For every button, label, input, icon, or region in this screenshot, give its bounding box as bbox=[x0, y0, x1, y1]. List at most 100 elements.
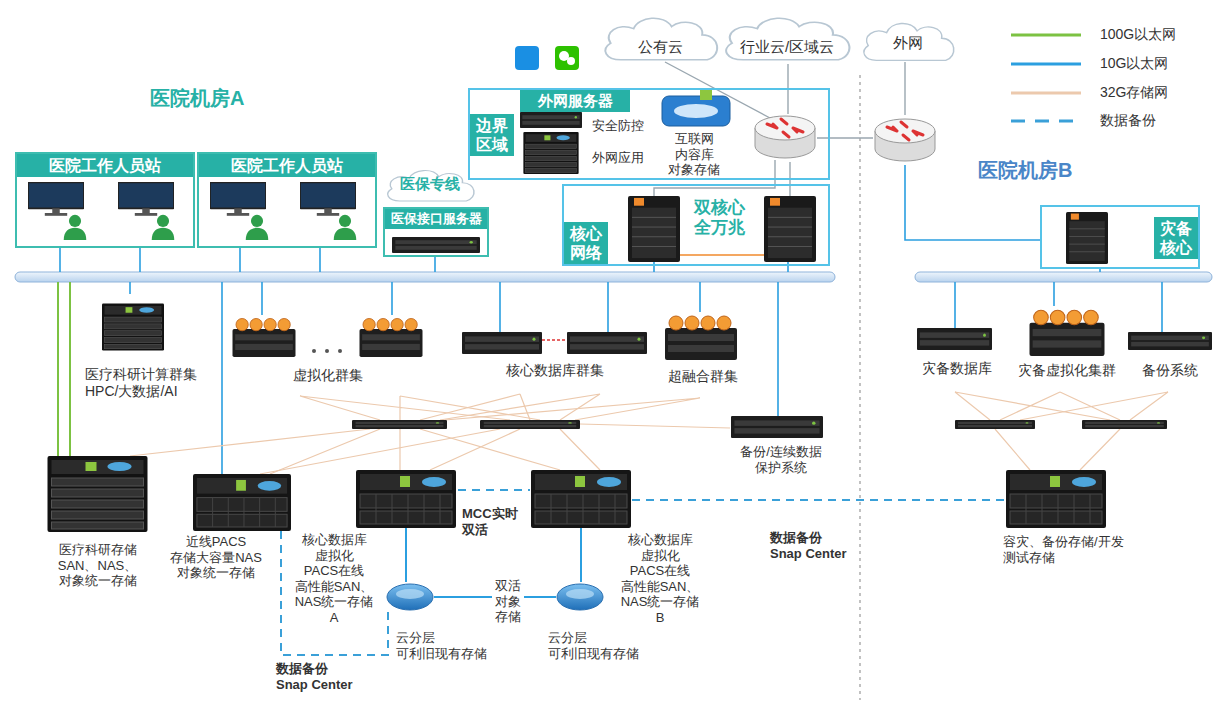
text-slot: 安全防控 bbox=[592, 118, 662, 134]
device-icon bbox=[530, 470, 632, 528]
text-slot: 容灾、备份存储/开发 测试存储 bbox=[1003, 534, 1148, 565]
device-icon bbox=[48, 456, 148, 532]
text-slot: 医疗科研存储 SAN、NAS、 对象统一存储 bbox=[45, 542, 150, 589]
cluster-node: 备份系统 bbox=[1128, 332, 1214, 382]
device-icon bbox=[193, 474, 291, 531]
cloud-tier-node: 云分层 可利旧现有存储 bbox=[548, 582, 658, 664]
device-icon bbox=[392, 237, 480, 253]
backup-node: 备份/连续数据 保护系统 bbox=[725, 416, 839, 476]
core-switch bbox=[628, 196, 680, 262]
node-text: 云分层 可利旧现有存储 bbox=[396, 630, 494, 661]
text-slot: 核心数据库 虚拟化 PACS在线 高性能SAN、 NAS统一存储 A bbox=[290, 532, 378, 626]
node-text: 灾备数据库 bbox=[912, 360, 1002, 377]
legend-swatch bbox=[1011, 92, 1081, 95]
node-text: 灾备虚拟化集群 bbox=[1008, 362, 1126, 379]
legend-text: 10G以太网 bbox=[1100, 55, 1168, 72]
workstation-box: 医院工作人员站 bbox=[15, 152, 195, 248]
legend-text: 100G以太网 bbox=[1100, 26, 1176, 43]
edge-label-slot: 数据备份 Snap Center bbox=[770, 530, 852, 561]
region-slot: 医院机房A bbox=[150, 86, 244, 110]
device-icon bbox=[47, 456, 148, 532]
core-switch bbox=[764, 196, 816, 262]
node-text: 备份系统 bbox=[1128, 362, 1212, 379]
storage-network-32g bbox=[130, 392, 1168, 474]
device-icon bbox=[1128, 332, 1212, 350]
storage-node: 核心数据库 虚拟化 PACS在线 高性能SAN、 NAS统一存储 A bbox=[290, 470, 458, 630]
device-icon bbox=[917, 328, 992, 350]
text-slot: 超融合群集 bbox=[660, 368, 745, 385]
node-text: 虚拟化群集 bbox=[230, 367, 425, 384]
device-icon bbox=[354, 470, 458, 528]
zone-box: 核心网络 双核心 全万兆 bbox=[562, 184, 830, 266]
device-icon bbox=[1027, 306, 1107, 356]
legend-swatch bbox=[1010, 26, 1082, 44]
connector bbox=[580, 528, 582, 582]
ethernet-10g bbox=[60, 248, 1162, 474]
device-icon bbox=[230, 315, 425, 357]
text-slot: 核心数据库 虚拟化 PACS在线 高性能SAN、 NAS统一存储 B bbox=[615, 532, 705, 626]
dmz-servers bbox=[700, 90, 712, 100]
legend-swatch bbox=[1010, 55, 1082, 73]
network-bus bbox=[15, 272, 1212, 282]
node-text: 近线PACS 存储大容量NAS 对象统一存储 bbox=[168, 534, 264, 581]
workstation-pcs bbox=[28, 182, 356, 240]
region-label: 医院机房A bbox=[150, 86, 244, 110]
dmz-servers bbox=[520, 112, 582, 128]
ethernet-10g bbox=[130, 282, 778, 474]
connector bbox=[632, 499, 1005, 501]
app-icons bbox=[567, 57, 575, 65]
device-icon bbox=[665, 312, 737, 360]
node-text: 超融合群集 bbox=[660, 368, 745, 385]
workstation-pcs bbox=[152, 215, 175, 240]
device-icon bbox=[556, 582, 604, 612]
storage-node: 核心数据库 虚拟化 PACS在线 高性能SAN、 NAS统一存储 B bbox=[530, 470, 720, 630]
text-slot: 医疗科研计算群集 HPC/大数据/AI bbox=[85, 366, 210, 400]
node-text: 容灾、备份存储/开发 测试存储 bbox=[1003, 534, 1148, 565]
legend-swatch bbox=[1011, 120, 1081, 123]
edge-label-slot: MCC实时 双活 bbox=[462, 506, 524, 537]
node-text: 双核心 全万兆 bbox=[688, 198, 750, 239]
node-text: 外网应用 bbox=[592, 150, 662, 166]
workstation-pcs bbox=[28, 182, 84, 216]
heading-tag: 边界区域 bbox=[470, 114, 514, 156]
device-icon bbox=[47, 456, 148, 532]
node-text: 行业云/区域云 bbox=[718, 38, 856, 56]
storage-network-32g bbox=[445, 398, 700, 420]
workstation-pcs bbox=[334, 215, 357, 240]
legend-row: 32G存储网 bbox=[1010, 84, 1078, 101]
cluster-node: 超融合群集 bbox=[660, 312, 747, 392]
app-icons bbox=[515, 46, 579, 70]
legend-swatch bbox=[1010, 112, 1082, 130]
region-label: 医院机房B bbox=[978, 158, 1072, 182]
text-slot: 医院工作人员站 bbox=[199, 154, 375, 177]
node-text: 备份/连续数据 保护系统 bbox=[725, 444, 837, 475]
connector bbox=[458, 489, 530, 491]
heading-tag: 核心网络 bbox=[564, 222, 608, 264]
workstation-pcs bbox=[118, 182, 174, 216]
app-icons bbox=[555, 46, 579, 70]
zone-box: 灾备核心 bbox=[1040, 205, 1200, 269]
legend-text: 32G存储网 bbox=[1100, 84, 1168, 101]
device-icon bbox=[102, 303, 164, 350]
connector bbox=[281, 531, 388, 655]
ethernet-100g bbox=[58, 282, 70, 456]
text-slot: 外网服务器 bbox=[520, 90, 630, 112]
device-icon bbox=[387, 584, 433, 610]
cluster-node: 医疗科研计算群集 HPC/大数据/AI bbox=[80, 292, 220, 398]
device-icon bbox=[530, 470, 632, 528]
node-text: 医疗科研计算群集 HPC/大数据/AI bbox=[85, 366, 210, 400]
ethernet-100g bbox=[58, 282, 70, 456]
device-icon bbox=[392, 237, 480, 253]
text-slot: 备份系统 bbox=[1128, 362, 1212, 379]
device-icon bbox=[462, 328, 647, 358]
node-text: 医疗科研存储 SAN、NAS、 对象统一存储 bbox=[45, 542, 150, 589]
text-slot: 行业云/区域云 bbox=[718, 38, 856, 56]
text-slot: 云分层 可利旧现有存储 bbox=[396, 630, 494, 661]
device-icon bbox=[462, 328, 647, 358]
heading-tag: 医保接口服务器 bbox=[385, 209, 487, 229]
node-text: 核心数据库群集 bbox=[462, 362, 647, 379]
san-switch bbox=[480, 420, 580, 429]
storage-node: 近线PACS 存储大容量NAS 对象统一存储 bbox=[168, 474, 292, 590]
device-icon bbox=[102, 294, 164, 360]
storage-network-32g bbox=[995, 429, 1120, 470]
